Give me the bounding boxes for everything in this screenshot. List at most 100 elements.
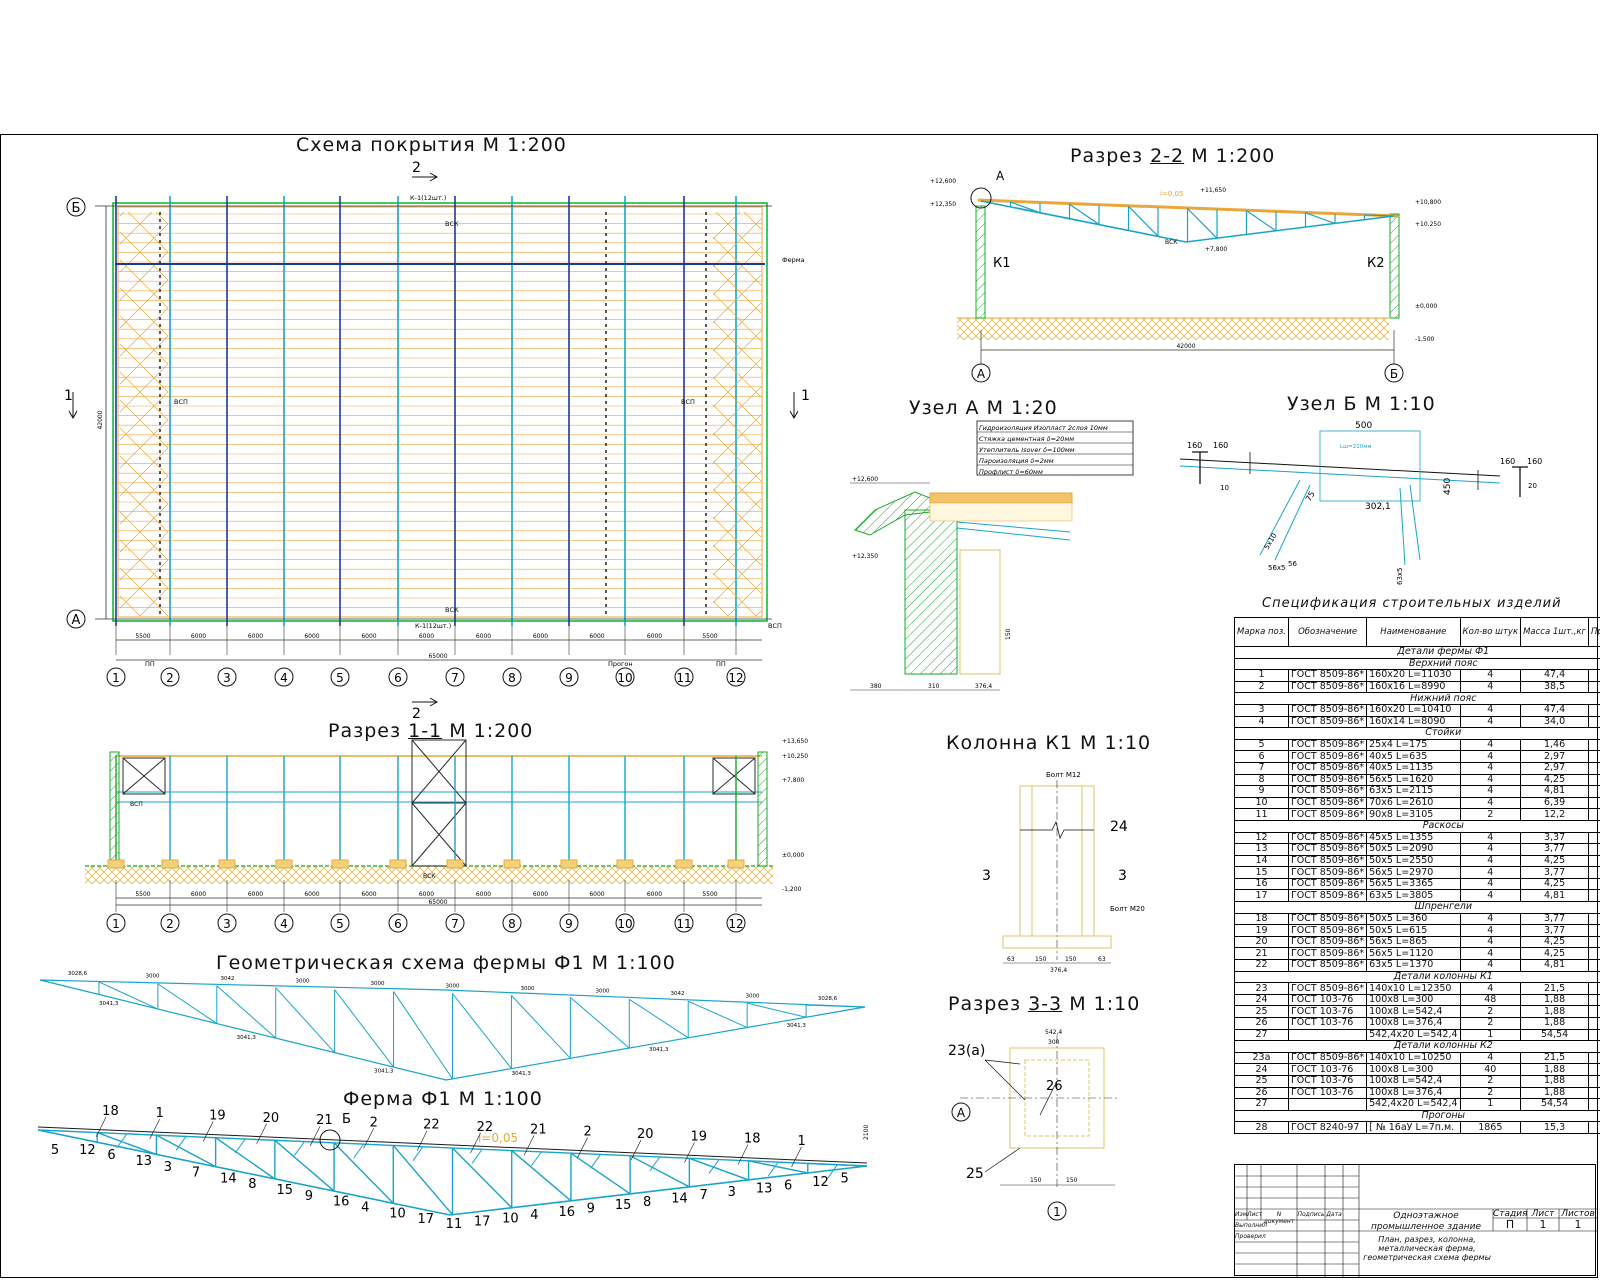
spec-cell-name: 63х5 L=2115 — [1366, 785, 1461, 798]
axis-bubble — [559, 667, 579, 687]
foundation-block — [107, 859, 125, 869]
axis-bubble — [559, 913, 579, 933]
truss-mark: 11 — [446, 1217, 463, 1232]
spec-cell-qty: 4 — [1459, 669, 1522, 682]
truss-top-mark: 18 — [744, 1132, 761, 1147]
column-k1-detail: Болт М12 Болт М20 24 3 3 63 150 150 63 3… — [982, 771, 1145, 974]
spec-cell-mass: 38,5 — [1520, 680, 1590, 694]
geom-diagonal — [688, 1000, 748, 1028]
geom-top-dim: 3000 — [146, 974, 160, 980]
col-k1-label-22: К1 — [993, 256, 1011, 271]
plan-label-pp-left: ПП — [145, 660, 155, 668]
level-10250: +10,250 — [1415, 221, 1441, 228]
spec-cell-designation: ГОСТ 103-76 — [1287, 1017, 1368, 1030]
col-k2-label-22: К2 — [1367, 256, 1385, 271]
column-dim-2: 150 — [1035, 956, 1047, 963]
spec-cell-name: 56х5 L=3365 — [1366, 877, 1461, 891]
spec-cell-mass: 1,88 — [1520, 1005, 1590, 1018]
node-b-dim-63x5: 63x5 — [1396, 567, 1404, 585]
spec-cell-qty: 1865 — [1459, 1121, 1522, 1134]
axis-number: 10 — [617, 917, 632, 931]
vsp-label-11: ВСП — [130, 801, 143, 808]
node-b-purlin-right — [1512, 466, 1528, 497]
level-7800: +7,800 — [1205, 246, 1227, 253]
truss-mark: 4 — [530, 1208, 538, 1223]
spec-cell-mark: 25 — [1234, 1005, 1289, 1018]
truss-top-mark: 21 — [316, 1113, 333, 1128]
stamp-col-date: Дата — [1326, 1211, 1342, 1218]
truss-node-b-circle — [319, 1129, 341, 1151]
spec-cell-note: 11,88 — [1588, 750, 1600, 763]
column-k1-base — [1002, 935, 1112, 949]
section-33-dim-3: 150 — [1030, 1177, 1042, 1184]
spec-cell-mark: 11 — [1234, 808, 1289, 821]
spec-cell-note: 86,0 — [1588, 982, 1600, 995]
purlin-lines — [118, 213, 762, 608]
truss-subdiag — [234, 1138, 246, 1154]
axis-bubble — [160, 667, 180, 687]
roof-insulation-a — [929, 502, 1073, 522]
spec-cell-designation: ГОСТ 8509-86* — [1287, 866, 1368, 879]
span-dim: 6000 — [476, 891, 491, 898]
truss-subdiag — [116, 1133, 128, 1149]
truss-mark: 10 — [389, 1206, 406, 1221]
spec-cell-designation: ГОСТ 8509-86* — [1287, 877, 1368, 891]
spec-cell-designation: ГОСТ 8509-86* — [1287, 796, 1368, 810]
spec-cell-designation: ГОСТ 8509-86* — [1287, 831, 1368, 845]
section-arrow-1-right — [789, 392, 799, 420]
spec-cell-mass: 1,88 — [1520, 1074, 1590, 1088]
spec-cell-mass: 1,88 — [1520, 1063, 1590, 1076]
spec-cell-name: 542,4х20 L=542,4 — [1366, 1028, 1461, 1042]
spec-cell-qty: 4 — [1459, 831, 1522, 845]
plan-label-k1-top: К-1(12шт.) — [410, 194, 446, 202]
axis-bubble — [445, 667, 465, 687]
axis-bubble — [217, 667, 237, 687]
spec-cell-qty: 2 — [1459, 1017, 1522, 1030]
spec-cell-name: 56х5 L=1620 — [1366, 773, 1461, 787]
spec-cell-designation: ГОСТ 103-76 — [1287, 1063, 1368, 1076]
spec-cell-mark: 8 — [1234, 773, 1289, 787]
stamp-sheets: 1 — [1574, 1218, 1582, 1231]
spec-cell-designation: ГОСТ 8509-86* — [1287, 935, 1368, 949]
spec-cell-designation: ГОСТ 8509-86* — [1287, 947, 1368, 961]
section-33-mark-25: 25 — [966, 1166, 984, 1182]
plan-label-k1-bottom: К-1(12шт.) — [415, 622, 451, 630]
slope-label-22: i=0,05 — [1160, 190, 1183, 198]
truss-subdiag — [471, 1148, 483, 1164]
spec-cell-name: 56х5 L=2970 — [1366, 866, 1461, 879]
truss-mark-leader — [470, 1132, 481, 1154]
truss-2-2 — [980, 200, 1395, 243]
stamp-sheet: 1 — [1539, 1218, 1547, 1231]
plan-span-dim: 6000 — [191, 633, 206, 640]
truss-diagonal — [511, 1150, 572, 1202]
stamp-desc: План, разрез, колонна, металлическая фер… — [1363, 1235, 1491, 1262]
spec-cell-mass: 4,81 — [1520, 785, 1590, 798]
truss-mark: 5 — [840, 1172, 848, 1187]
spec-cell-qty: 4 — [1459, 680, 1522, 694]
foundation-block — [218, 859, 236, 869]
stamp-stage-h: Стадия — [1493, 1209, 1528, 1219]
spec-cell-note: 15,08 — [1588, 912, 1600, 926]
section-33-bubble-a — [951, 1102, 971, 1122]
truss-mark: 15 — [615, 1198, 632, 1213]
spec-cell-name: 160х20 L=10410 — [1366, 703, 1461, 717]
section-33-bubble-1 — [1047, 1201, 1067, 1221]
spec-cell-name: 140х10 L=12350 — [1366, 982, 1461, 995]
truss-subdiag — [353, 1143, 365, 1159]
truss-node-b: Б — [342, 1112, 351, 1127]
spec-cell-qty: 2 — [1459, 1005, 1522, 1018]
spec-cell-qty: 4 — [1459, 889, 1522, 903]
node-a-layer-3: Утеплитель Isover δ=100мм — [979, 446, 1075, 454]
node-b-top-chord-2 — [1179, 465, 1501, 484]
spec-cell-name: 50х5 L=2550 — [1366, 854, 1461, 868]
truss-top-mark: 1 — [156, 1106, 164, 1121]
foundation-block — [616, 859, 634, 869]
axis-bubble — [502, 913, 522, 933]
plan-span-dim: 6000 — [476, 633, 491, 640]
